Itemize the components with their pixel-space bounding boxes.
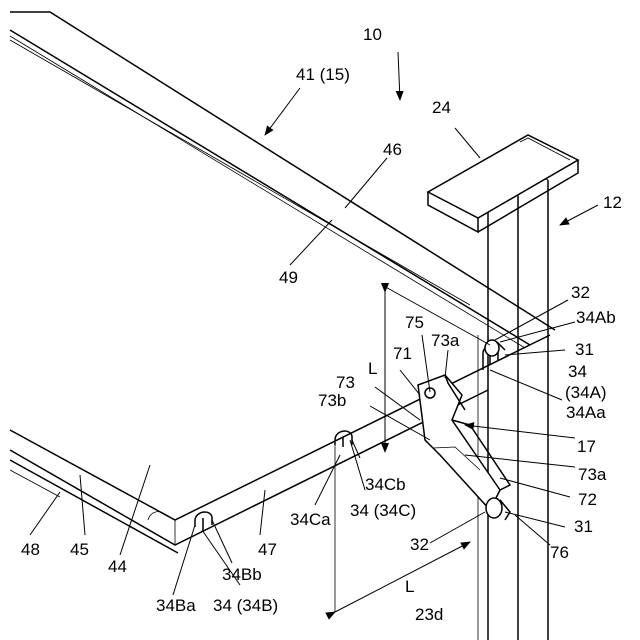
label-76: 76: [550, 543, 569, 562]
label-12: 12: [603, 193, 622, 212]
label-34-34C: 34 (34C): [350, 501, 416, 520]
label-34: 34: [568, 362, 587, 381]
label-34Ba: 34Ba: [156, 596, 196, 615]
label-23d: 23d: [415, 605, 443, 624]
label-34A: (34A): [565, 383, 607, 402]
bracket-17: [418, 340, 510, 520]
label-41-15: 41 (15): [296, 65, 350, 84]
label-73: 73: [336, 373, 355, 392]
label-47: 47: [258, 540, 277, 559]
cap-plate-24: [428, 135, 578, 232]
label-31-top: 31: [575, 340, 594, 359]
label-75: 75: [405, 313, 424, 332]
label-34Aa: 34Aa: [566, 403, 606, 422]
label-34Cb: 34Cb: [365, 475, 406, 494]
label-72: 72: [578, 490, 597, 509]
label-10: 10: [363, 25, 382, 44]
label-34Bb: 34Bb: [222, 565, 262, 584]
label-44: 44: [108, 557, 127, 576]
label-34Ca: 34Ca: [290, 510, 331, 529]
label-71: 71: [393, 344, 412, 363]
label-49: 49: [279, 268, 298, 287]
label-L-horizontal: L: [405, 577, 414, 596]
label-17: 17: [577, 437, 596, 456]
label-73b: 73b: [318, 391, 346, 410]
label-48: 48: [21, 540, 40, 559]
label-34Ab: 34Ab: [576, 308, 616, 327]
post-12: [478, 168, 548, 640]
label-34-34B: 34 (34B): [213, 596, 278, 615]
label-73a-right: 73a: [578, 465, 607, 484]
reference-labels: 10 41 (15) 24 46 12 49 32 34Ab 75 73a 31…: [21, 25, 622, 624]
label-45: 45: [70, 540, 89, 559]
label-24: 24: [432, 98, 451, 117]
label-L-vertical: L: [368, 359, 377, 378]
label-31-bottom: 31: [574, 517, 593, 536]
label-46: 46: [383, 140, 402, 159]
label-32-top: 32: [571, 283, 590, 302]
label-32-bottom: 32: [410, 535, 429, 554]
label-73a-top: 73a: [431, 331, 460, 350]
